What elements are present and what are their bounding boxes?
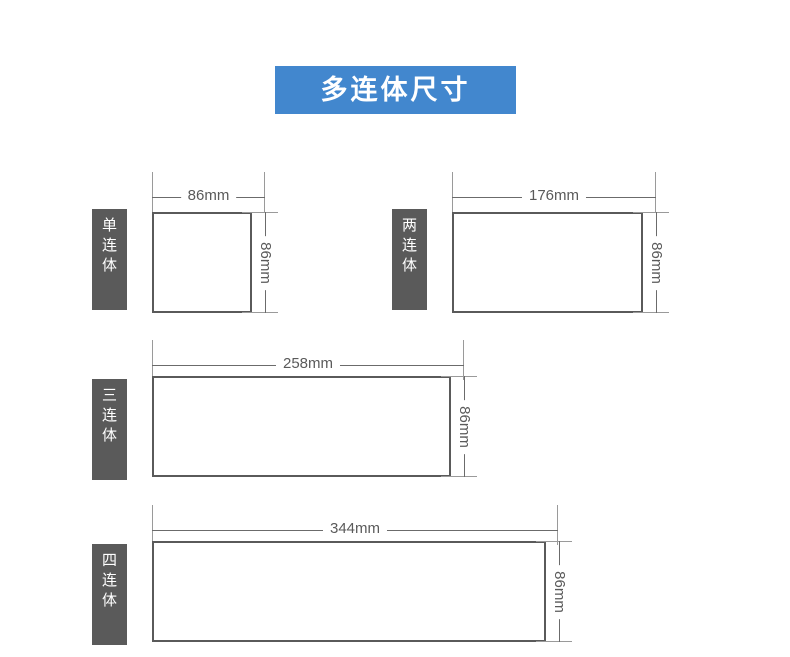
gang-label-double: 两 连 体 <box>392 209 427 310</box>
panel-outline-double <box>452 212 643 313</box>
page-title-banner: 多连体尺寸 <box>275 66 516 114</box>
height-dimension-value: 86mm <box>453 399 475 454</box>
gang-label-char: 连 <box>101 405 117 424</box>
gang-label-char: 连 <box>401 235 417 254</box>
height-dimension-single: 86mm <box>242 212 278 313</box>
extension-line-left <box>452 172 453 212</box>
extension-line-right <box>655 172 656 212</box>
page-title: 多连体尺寸 <box>320 74 471 106</box>
width-dimension-single: 86mm <box>152 172 265 212</box>
extension-line-top <box>242 212 278 213</box>
extension-line-top <box>633 212 669 213</box>
panel-outline-single <box>152 212 252 313</box>
gang-label-char: 四 <box>101 551 117 569</box>
width-dimension-value: 176mm <box>521 185 587 207</box>
height-dimension-value: 86mm <box>548 564 570 619</box>
gang-label-triple: 三 连 体 <box>92 379 127 480</box>
panel-outline-quad <box>152 541 546 642</box>
gang-label-char: 连 <box>101 235 117 254</box>
gang-label-char: 单 <box>101 216 117 234</box>
gang-label-single: 单 连 体 <box>92 209 127 310</box>
width-dimension-quad: 344mm <box>152 505 558 545</box>
height-dimension-double: 86mm <box>633 212 669 313</box>
width-dimension-value: 86mm <box>180 185 237 207</box>
extension-line-right <box>463 340 464 380</box>
gang-label-char: 连 <box>101 570 117 589</box>
gang-label-char: 三 <box>101 386 117 404</box>
height-dimension-triple: 86mm <box>441 376 477 477</box>
height-dimension-value: 86mm <box>254 235 276 290</box>
extension-line-right <box>557 505 558 545</box>
gang-label-char: 两 <box>401 216 417 234</box>
extension-line-left <box>152 340 153 380</box>
gang-label-char: 体 <box>101 590 117 609</box>
height-dimension-value: 86mm <box>645 235 667 290</box>
width-dimension-value: 344mm <box>322 518 388 540</box>
gang-label-quad: 四 连 体 <box>92 544 127 645</box>
width-dimension-value: 258mm <box>275 353 341 375</box>
width-dimension-triple: 258mm <box>152 340 464 380</box>
gang-label-char: 体 <box>101 255 117 274</box>
extension-line-bottom <box>441 476 477 477</box>
panel-outline-triple <box>152 376 451 477</box>
extension-line-left <box>152 505 153 545</box>
width-dimension-double: 176mm <box>452 172 656 212</box>
gang-label-char: 体 <box>101 425 117 444</box>
extension-line-right <box>264 172 265 212</box>
height-dimension-quad: 86mm <box>536 541 572 642</box>
extension-line-top <box>536 541 572 542</box>
gang-label-char: 体 <box>401 255 417 274</box>
extension-line-bottom <box>242 312 278 313</box>
extension-line-left <box>152 172 153 212</box>
extension-line-bottom <box>536 641 572 642</box>
extension-line-bottom <box>633 312 669 313</box>
extension-line-top <box>441 376 477 377</box>
